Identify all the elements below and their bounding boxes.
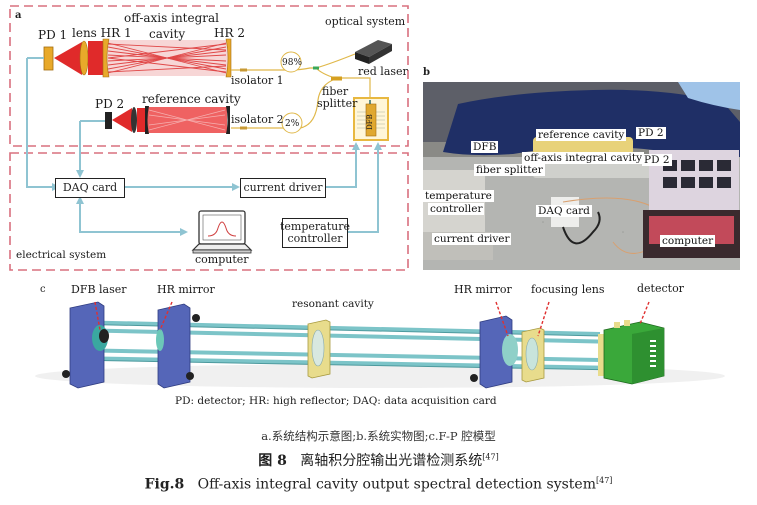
split-2-label: 2% — [285, 119, 300, 129]
photo-label-pd2-top: PD 2 — [636, 127, 666, 139]
isolator2-label: isolator 2 — [231, 113, 284, 126]
label-hr-mirror-right: HR mirror — [454, 283, 512, 296]
photo-off-axis-cavity — [533, 164, 653, 178]
cavity-label-line2: cavity — [149, 27, 186, 41]
pd1-detector — [43, 46, 54, 71]
photo-label-fiber-splitter: fiber splitter — [474, 164, 545, 176]
fig-label-en: Fig.8 — [144, 476, 185, 493]
photo-label-dfb: DFB — [471, 141, 499, 153]
label-resonant-cavity: resonant cavity — [292, 298, 374, 310]
split-98-label: 98% — [282, 58, 303, 68]
label-dfb-laser: DFB laser — [71, 283, 127, 296]
photo-label-temperature-1: temperature — [423, 190, 494, 202]
daq-card-label: DAQ card — [62, 181, 118, 194]
title-cn: 离轴积分腔输出光谱检测系统 — [300, 453, 483, 469]
panel-c-legend: PD: detector; HR: high reflector; DAQ: d… — [175, 395, 497, 407]
photo-label-temperature-2: controller — [428, 203, 485, 215]
ref-en: [47] — [595, 476, 613, 485]
label-focusing-lens: focusing lens — [531, 283, 605, 296]
temperature-controller-label-1: temperature — [280, 220, 351, 233]
panel-a: a optical system electrical system PD 1 … — [0, 0, 420, 275]
mount-dfb — [69, 301, 105, 389]
fp-cavity-model — [35, 301, 725, 389]
figure-title-cn: 图 8 离轴积分腔输出光谱检测系统[47] — [0, 450, 757, 470]
photo-label-daq-card: DAQ card — [536, 205, 592, 217]
pd2-label: PD 2 — [95, 97, 125, 111]
pd2-beam — [112, 108, 132, 132]
ref-cn: [47] — [482, 452, 499, 462]
lens-2 — [131, 107, 137, 133]
optical-system-border — [9, 5, 409, 147]
beam-lens-ref — [137, 108, 147, 132]
callout-arrows — [94, 301, 650, 337]
panel-b-letter: b — [423, 67, 430, 78]
signal-lines — [26, 57, 379, 233]
photo-label-pd2-bottom: PD 2 — [642, 154, 672, 166]
ratio-98-circle — [280, 51, 302, 73]
pd1-label: PD 1 — [38, 28, 68, 42]
current-driver-label: current driver — [243, 181, 323, 194]
panel-a-letter: a — [15, 10, 22, 21]
isolator-2-mark — [240, 126, 247, 130]
hr2-mirror — [225, 38, 232, 78]
photo-blue-cloth — [443, 89, 740, 162]
panel-c-letter: c — [40, 284, 46, 295]
figure-title-en: Fig.8 Off-axis integral cavity output sp… — [0, 476, 757, 493]
fiber-splitter-device — [331, 76, 342, 81]
electrical-system-border — [9, 152, 409, 271]
red-laser-label: red laser — [358, 65, 408, 78]
label-detector: detector — [637, 282, 684, 295]
fiber-splitter-label-1: fiber — [322, 85, 349, 98]
cavity-label-line1: off-axis integral — [124, 11, 220, 25]
panel-b: b reference cavity PD 2 DFB off-axis int… — [420, 60, 757, 275]
hr1-mirror — [102, 38, 110, 78]
pd2-detector — [105, 112, 112, 129]
electrical-system-label: electrical system — [16, 249, 107, 261]
current-driver-box: current driver — [240, 178, 326, 198]
isolator1-label: isolator 1 — [231, 74, 284, 87]
optical-system-label: optical system — [325, 15, 406, 28]
photo-reference-cavity — [533, 137, 633, 155]
temperature-controller-label-2: controller — [287, 232, 343, 245]
title-en: Off-axis integral cavity output spectral… — [197, 476, 596, 493]
pd1-beam — [54, 42, 82, 75]
red-laser-device — [355, 40, 392, 57]
fig-label-cn: 图 8 — [258, 453, 287, 469]
label-hr-mirror-left: HR mirror — [157, 283, 215, 296]
reference-cavity-label: reference cavity — [142, 92, 241, 106]
fiber-splitter-label-2: splitter — [317, 97, 358, 110]
subcaption-cn: a.系统结构示意图;b.系统实物图;c.F-P 腔模型 — [0, 428, 757, 444]
cavity-beam-lines — [107, 42, 227, 74]
beam-lens-hr1 — [88, 41, 104, 75]
ratio-2-circle — [281, 112, 303, 134]
panel-a-drawing — [9, 5, 409, 271]
photo-label-current-driver: current driver — [432, 233, 512, 245]
lens-1 — [79, 40, 89, 76]
dfb-label: DFB — [365, 114, 374, 130]
daq-card-box: DAQ card — [55, 178, 125, 198]
lens-hr1-label: lens HR 1 — [72, 26, 132, 40]
mount-hr-right — [479, 315, 513, 389]
photo-label-reference-cavity: reference cavity — [536, 129, 627, 141]
photo-label-off-axis-cavity: off-axis integral cavity — [522, 152, 645, 164]
subcaption-text: a.系统结构示意图;b.系统实物图;c.F-P 腔模型 — [261, 429, 496, 443]
gaussian-peak — [207, 221, 237, 237]
panel-c: c — [0, 278, 757, 413]
isolator-1-mark — [240, 68, 247, 72]
computer-label: computer — [195, 253, 249, 266]
hr2-label: HR 2 — [214, 26, 245, 40]
mount-hr-left — [157, 303, 191, 389]
photo-label-computer: computer — [660, 235, 716, 247]
computer-laptop — [191, 210, 253, 254]
temperature-controller-box: temperature controller — [280, 218, 351, 248]
